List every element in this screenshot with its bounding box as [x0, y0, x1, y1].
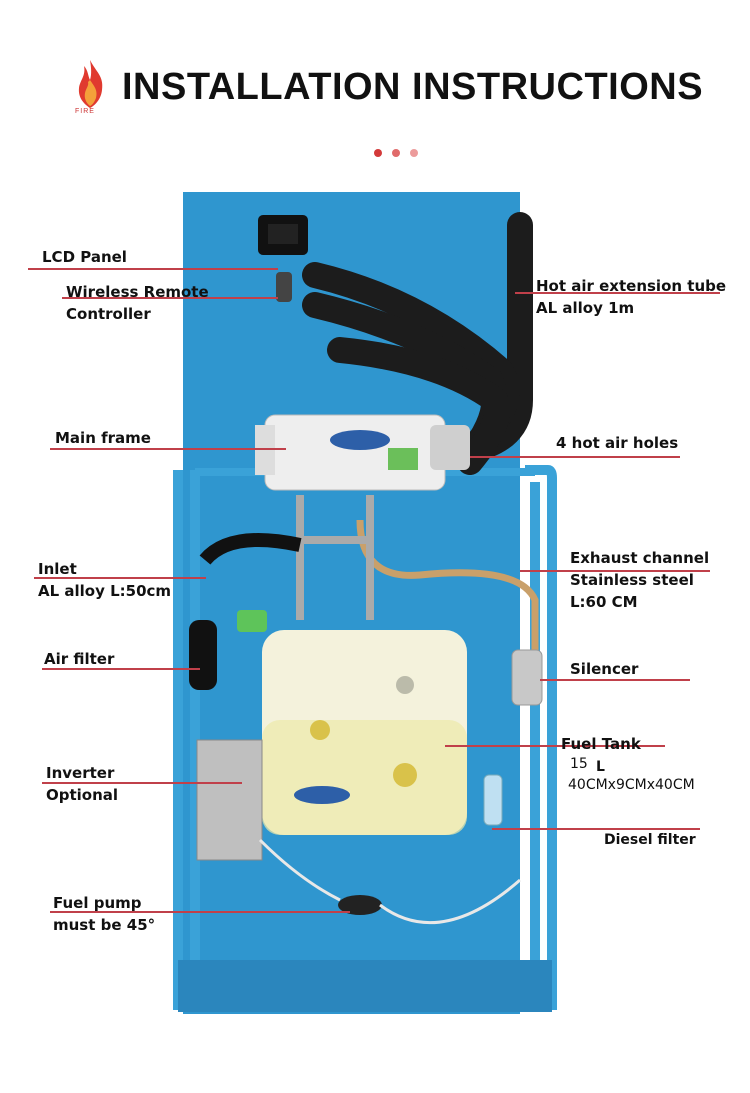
label-inverter-line2: Optional — [46, 786, 119, 804]
inverter — [196, 739, 263, 861]
hot-air-hoses — [302, 212, 533, 475]
brand-badge — [330, 430, 390, 450]
label-inlet-line2: AL alloy L:50cm — [38, 582, 172, 600]
label-exhaust-line3: L:60 CM — [570, 593, 638, 611]
carousel-dot-3[interactable] — [410, 149, 418, 157]
leader-line-inverter — [42, 782, 242, 784]
carousel-dot-2[interactable] — [392, 149, 400, 157]
label-wireless-remote-line1: Wireless Remote — [66, 283, 209, 301]
page-title: INSTALLATION INSTRUCTIONS — [122, 66, 704, 108]
label-fuel-tank-size: 40CMx9CMx40CM — [568, 777, 695, 793]
diesel-filter — [483, 774, 503, 826]
label-silencer: Silencer — [570, 660, 639, 678]
silencer — [511, 649, 543, 706]
leader-line-diesel-filter — [492, 828, 700, 830]
label-fuel-tank-unit: L — [596, 759, 605, 775]
logo-text: FIRE — [75, 108, 95, 115]
leader-line-hot-air-holes — [470, 456, 680, 458]
label-air-filter: Air filter — [44, 650, 115, 668]
carousel-dot-1[interactable] — [374, 149, 382, 157]
leader-line-lcd — [28, 268, 278, 270]
leader-line-fuel-pump — [50, 911, 350, 913]
label-wireless-remote-line2: Controller — [66, 305, 151, 323]
label-exhaust-line1: Exhaust channel — [570, 549, 710, 567]
label-fuel-tank-volume: 15 — [570, 756, 588, 772]
leader-line-remote — [62, 297, 278, 299]
label-exhaust-line2: Stainless steel — [570, 571, 694, 589]
label-main-frame: Main frame — [55, 429, 151, 447]
leader-line-air-filter — [42, 668, 200, 670]
flame-logo-icon — [78, 60, 103, 108]
leader-line-main-frame — [50, 448, 286, 450]
leader-line-fuel-tank — [445, 745, 665, 747]
label-fuel-pump-line1: Fuel pump — [53, 894, 142, 912]
label-diesel-filter: Diesel filter — [604, 832, 696, 848]
wireless-remote — [276, 272, 292, 302]
label-fuel-pump-line2: must be 45° — [53, 916, 156, 934]
inlet-pipe — [199, 533, 302, 565]
label-hot-air-ext-line2: AL alloy 1m — [536, 299, 635, 317]
label-lcd-panel: LCD Panel — [42, 248, 127, 266]
leader-line-hot-air-ext — [515, 292, 720, 294]
leader-line-inlet — [34, 577, 206, 579]
leader-line-silencer — [540, 679, 690, 681]
label-fuel-tank: Fuel Tank — [561, 735, 641, 753]
air-filter — [189, 620, 217, 690]
fuel-pump — [338, 895, 382, 915]
label-inlet-line1: Inlet — [38, 560, 77, 578]
label-hot-air-ext-line1: Hot air extension tube — [536, 277, 727, 295]
leader-line-exhaust — [520, 570, 710, 572]
label-inverter-line1: Inverter — [46, 764, 115, 782]
label-hot-air-holes: 4 hot air holes — [556, 434, 679, 452]
stand-frame — [173, 465, 557, 1010]
hot-air-ext-clip: Hot air extension tube — [536, 275, 750, 297]
